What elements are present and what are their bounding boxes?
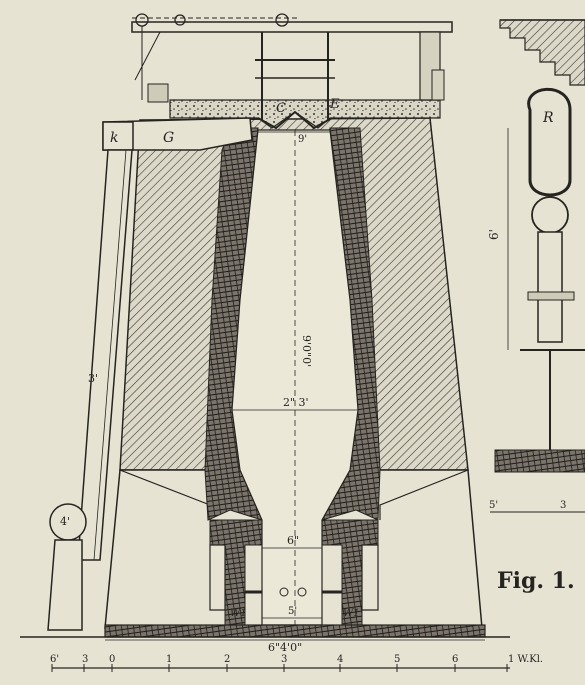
foundation [104,624,486,638]
dim-label-side-3: 3 [560,500,566,511]
scale-label-6: 4 [337,654,343,665]
tuyere-eye-left [279,587,289,597]
dim-label-bottom: 5' [288,606,297,617]
top-right-step [431,69,445,101]
dim-label-side-height: 6' [487,229,501,240]
scale-unit: 1 W.Kl. [508,654,543,665]
dim-label-hearth: 6" [287,534,299,547]
label-R: R [542,110,554,126]
scale-label-7: 5 [394,654,400,665]
label-W-left: W1 [230,608,247,619]
scale-label-4: 2 [224,654,230,665]
lower-shoulder-right [379,469,469,520]
scale-label-3: 1 [166,654,172,665]
tuyere-eye-right [297,587,307,597]
dim-label-pipe-diameter: 4' [60,515,70,528]
side-column [537,231,563,343]
scale-label-5: 3 [281,654,287,665]
hoist-rope-2 [134,31,161,81]
tuyere-left [209,544,226,611]
scale-label-2: 0 [109,654,115,665]
dim-label-pipe-length: 3' [88,372,98,385]
hoist-block [147,83,169,103]
side-clamp [527,291,575,301]
label-G: G [163,130,174,146]
side-base [494,449,585,473]
blast-pipe-inner [84,149,127,561]
charging-floor [169,99,441,129]
dim-label-side-5: 5' [489,500,498,511]
gas-box-k [102,121,134,151]
figure-caption: Fig. 1. [497,568,575,594]
top-beam [131,21,453,33]
side-ball [531,196,569,234]
dim-label-bosh: 2" 3' [283,396,309,409]
label-C: C [276,101,286,116]
dim-label-top: 9' [298,134,307,145]
pipe-foot [47,539,83,631]
side-loop [527,87,572,197]
label-E: E [329,97,340,112]
scale-label-0: 6' [50,654,59,665]
pulley-right [275,13,289,27]
dim-label-height: 9'0"0' [300,335,313,367]
label-W-right: W1 [343,608,360,619]
pulley-mid [174,14,186,26]
side-stairs [499,19,585,86]
charging-bell [257,110,333,130]
label-k: k [110,130,118,146]
scale-label-1: 3 [82,654,88,665]
tuyere-right [361,544,379,611]
dim-label-base: 6"4'0" [268,641,302,654]
scale-label-8: 6 [452,654,458,665]
